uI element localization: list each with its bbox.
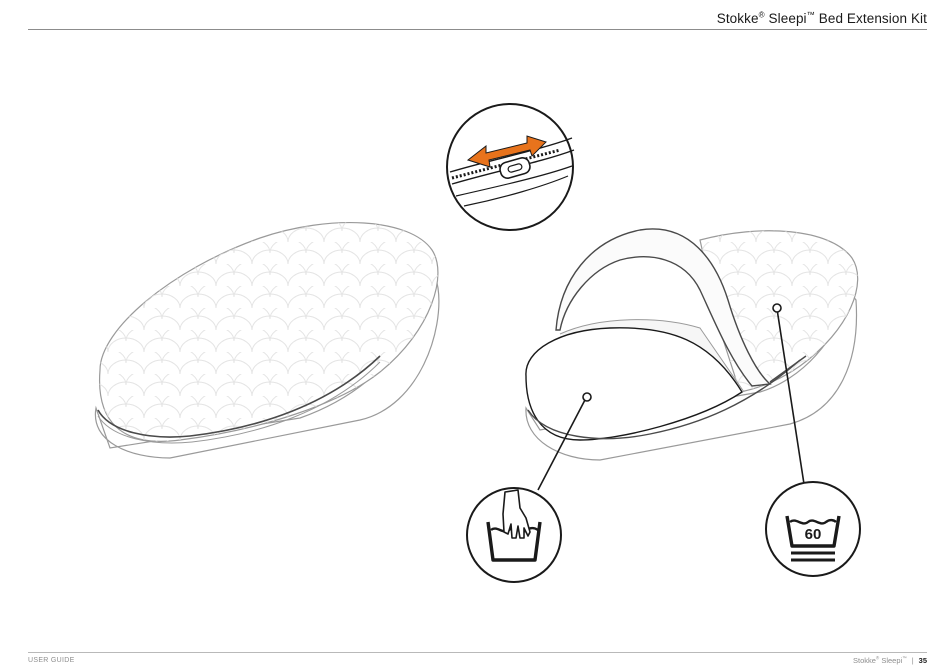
footer-brand: Stokke bbox=[852, 656, 876, 665]
wash-temperature-label: 60 bbox=[805, 526, 822, 543]
page-number: 35 bbox=[918, 656, 927, 665]
product-name: Sleepi bbox=[768, 11, 807, 26]
mattress-open bbox=[525, 228, 859, 461]
footer-separator: | bbox=[911, 656, 914, 665]
header-rule bbox=[28, 29, 927, 30]
title-rest: Bed Extension Kit bbox=[818, 11, 927, 26]
double-arrow-icon bbox=[466, 135, 547, 168]
footer-trademark-mark: ™ bbox=[902, 655, 907, 661]
trademark-mark: ™ bbox=[806, 10, 815, 20]
mattress-closed bbox=[94, 221, 440, 459]
footer-product: Sleepi bbox=[881, 656, 903, 665]
callout-lines bbox=[537, 303, 805, 491]
hand-wash-icon bbox=[466, 487, 562, 583]
brand-name: Stokke bbox=[716, 11, 759, 26]
zipper-detail bbox=[446, 103, 575, 231]
footer-user-guide: USER GUIDE bbox=[28, 657, 75, 664]
registered-mark: ® bbox=[758, 10, 765, 20]
footer-rule bbox=[28, 652, 927, 653]
footer-registered-mark: ® bbox=[875, 655, 880, 661]
machine-wash-60-icon: 60 bbox=[765, 481, 861, 577]
zipper-pull-icon bbox=[499, 157, 531, 179]
footer-page-info: Stokke® Sleepi™ | 35 bbox=[853, 656, 927, 665]
document-title: Stokke® Sleepi™ Bed Extension Kit bbox=[717, 11, 927, 26]
